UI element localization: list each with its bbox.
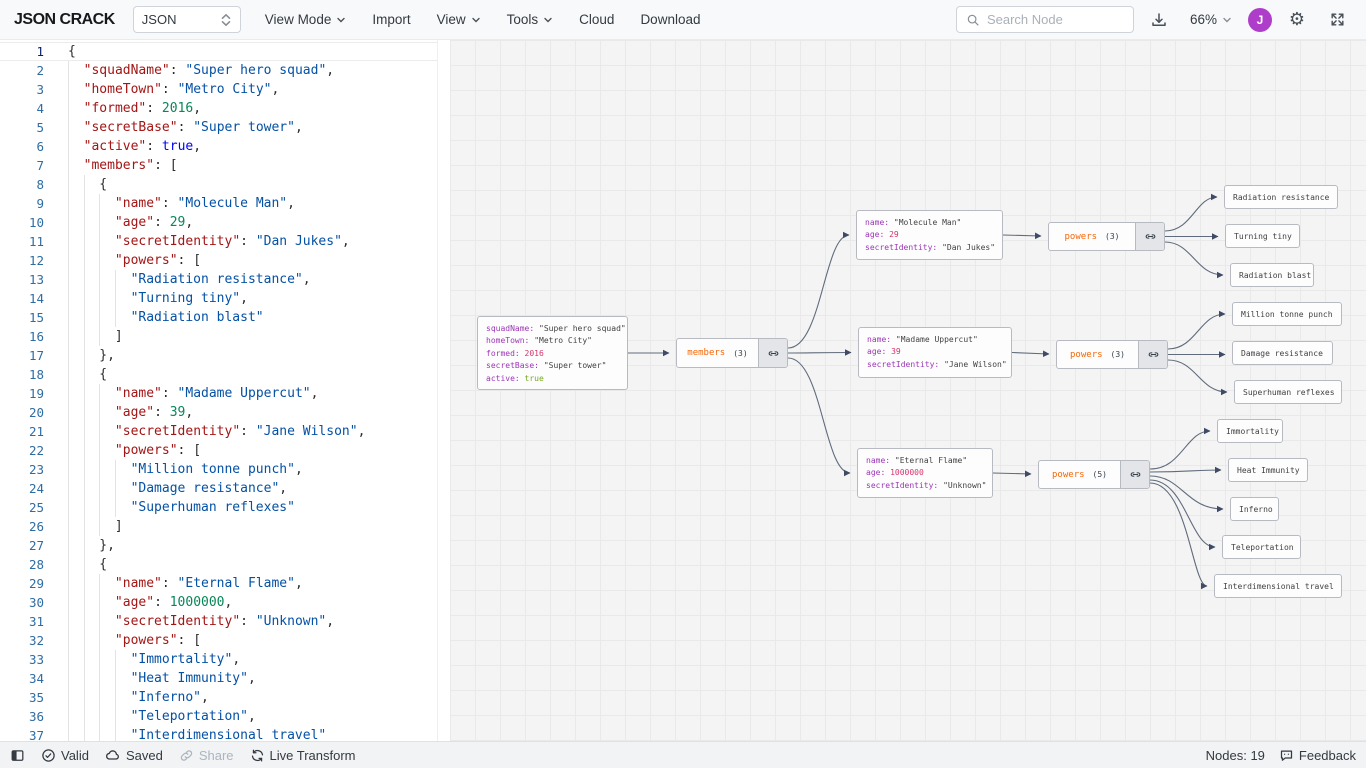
collapse-children-button[interactable] — [758, 339, 787, 367]
fullscreen-icon — [1329, 11, 1346, 28]
status-bar: Valid Saved Share Live Transform Nodes: … — [0, 741, 1366, 768]
search-node-box[interactable] — [956, 6, 1134, 33]
sidebar-toggle-icon — [10, 748, 25, 763]
menu-tools[interactable]: Tools — [507, 12, 554, 27]
graph-node-powers-3[interactable]: powers (5) — [1038, 460, 1150, 489]
main-area: 1{2"squadName": "Super hero squad",3"hom… — [0, 40, 1366, 741]
link-icon — [1129, 468, 1142, 481]
graph-node-leaf[interactable]: Heat Immunity — [1228, 458, 1308, 482]
editor-scrollbar[interactable] — [437, 40, 438, 741]
graph-node-leaf[interactable]: Damage resistance — [1232, 341, 1333, 365]
graph-node-member-3[interactable]: name: "Eternal Flame" age: 1000000 secre… — [857, 448, 993, 498]
graph-node-members[interactable]: members (3) — [676, 338, 788, 368]
chevron-down-icon — [336, 15, 346, 25]
zoom-level-value: 66% — [1190, 12, 1217, 27]
link-icon — [767, 347, 780, 360]
node-key-label: members — [687, 348, 725, 358]
json-editor[interactable]: 1{2"squadName": "Super hero squad",3"hom… — [0, 40, 450, 741]
chevron-down-icon — [471, 15, 481, 25]
graph-node-root[interactable]: squadName: "Super hero squad" homeTown: … — [477, 316, 628, 390]
feedback-button[interactable]: Feedback — [1279, 748, 1356, 763]
nodes-count: Nodes: 19 — [1206, 748, 1265, 763]
format-select[interactable]: JSON — [133, 6, 241, 33]
node-child-count: (5) — [1093, 470, 1107, 479]
menu-view-mode[interactable]: View Mode — [265, 12, 347, 27]
refresh-icon — [250, 748, 265, 763]
graph-node-leaf[interactable]: Turning tiny — [1225, 224, 1300, 248]
node-child-count: (3) — [1105, 232, 1119, 241]
search-input[interactable] — [987, 12, 1117, 27]
chevron-down-icon — [543, 15, 553, 25]
avatar[interactable]: J — [1248, 8, 1272, 32]
graph-node-leaf[interactable]: Superhuman reflexes — [1234, 380, 1342, 404]
graph-node-member-2[interactable]: name: "Madame Uppercut" age: 39 secretId… — [858, 327, 1012, 378]
fullscreen-button[interactable] — [1322, 5, 1352, 35]
settings-button[interactable]: ⚙ — [1282, 5, 1312, 35]
feedback-bubble-icon — [1279, 748, 1294, 763]
graph-canvas[interactable]: squadName: "Super hero squad" homeTown: … — [450, 40, 1366, 741]
collapse-children-button[interactable] — [1120, 461, 1149, 488]
graph-edges — [450, 40, 1366, 741]
menu-view[interactable]: View — [437, 12, 481, 27]
link-icon — [1144, 230, 1157, 243]
select-updown-icon — [220, 13, 232, 27]
app-header: JSON CRACK JSON View Mode Import View To… — [0, 0, 1366, 40]
share-button[interactable]: Share — [179, 748, 234, 763]
graph-node-leaf[interactable]: Million tonne punch — [1232, 302, 1342, 326]
menu-download[interactable]: Download — [640, 12, 700, 27]
code-lines: 1{2"squadName": "Super hero squad",3"hom… — [0, 42, 365, 741]
node-key-label: powers — [1070, 350, 1103, 360]
circle-check-icon — [41, 748, 56, 763]
graph-node-leaf[interactable]: Immortality — [1217, 419, 1283, 443]
link-icon — [179, 748, 194, 763]
zoom-level-dropdown[interactable]: 66% — [1190, 12, 1232, 27]
node-key-label: powers — [1065, 232, 1098, 242]
node-key-label: powers — [1052, 470, 1085, 480]
app-logo[interactable]: JSON CRACK — [14, 11, 115, 29]
saved-indicator[interactable]: Saved — [105, 747, 163, 763]
graph-node-leaf[interactable]: Inferno — [1230, 497, 1279, 521]
format-select-value: JSON — [142, 12, 177, 27]
download-icon — [1150, 11, 1168, 29]
collapse-children-button[interactable] — [1135, 223, 1164, 250]
download-image-button[interactable] — [1144, 5, 1174, 35]
graph-node-leaf[interactable]: Interdimensional travel — [1214, 574, 1342, 598]
graph-node-powers-1[interactable]: powers (3) — [1048, 222, 1165, 251]
node-child-count: (3) — [733, 349, 747, 358]
search-icon — [966, 13, 980, 27]
graph-node-member-1[interactable]: name: "Molecule Man" age: 29 secretIdent… — [856, 210, 1003, 260]
status-bar-right: Nodes: 19 Feedback — [1206, 748, 1356, 763]
graph-node-powers-2[interactable]: powers (3) — [1056, 340, 1168, 369]
gear-icon: ⚙ — [1289, 9, 1305, 30]
link-icon — [1147, 348, 1160, 361]
graph-node-leaf[interactable]: Radiation resistance — [1224, 185, 1338, 209]
node-child-count: (3) — [1111, 350, 1125, 359]
chevron-down-icon — [1222, 15, 1232, 25]
graph-node-leaf[interactable]: Teleportation — [1222, 535, 1301, 559]
cloud-icon — [105, 747, 121, 763]
menu-import[interactable]: Import — [372, 12, 410, 27]
toggle-editor-panel-button[interactable] — [10, 748, 25, 763]
main-menu: View Mode Import View Tools Cloud Downlo… — [265, 12, 701, 27]
valid-indicator[interactable]: Valid — [41, 748, 89, 763]
live-transform-toggle[interactable]: Live Transform — [250, 748, 356, 763]
graph-node-leaf[interactable]: Radiation blast — [1230, 263, 1314, 287]
menu-cloud[interactable]: Cloud — [579, 12, 614, 27]
collapse-children-button[interactable] — [1138, 341, 1167, 368]
